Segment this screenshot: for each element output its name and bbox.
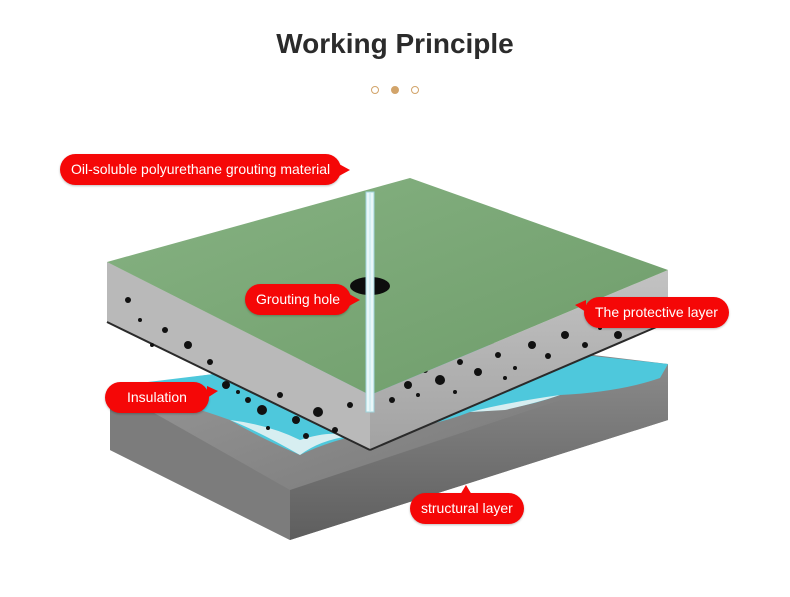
carousel-dots [0,81,790,99]
structural-layer-right-face [290,364,668,540]
protective-layer-slab [106,262,669,451]
dot-indicator-1[interactable] [371,86,379,94]
dot-indicator-3[interactable] [411,86,419,94]
insulation-foam [230,420,350,455]
structural-layer-left-face [110,388,290,540]
page-title: Working Principle [276,28,514,59]
label-protective-layer: The protective layer [575,297,729,328]
label-grouting-hole: Grouting hole [245,284,361,315]
label-insulation: Insulation [105,382,218,413]
dot-indicator-2[interactable] [391,86,399,94]
label-structural-layer: structural layer [410,485,524,524]
aggregate-dots [125,297,643,439]
protective-layer-left-face [107,262,370,450]
label-grouting-material: Oil-soluble polyurethane grouting materi… [60,154,351,185]
